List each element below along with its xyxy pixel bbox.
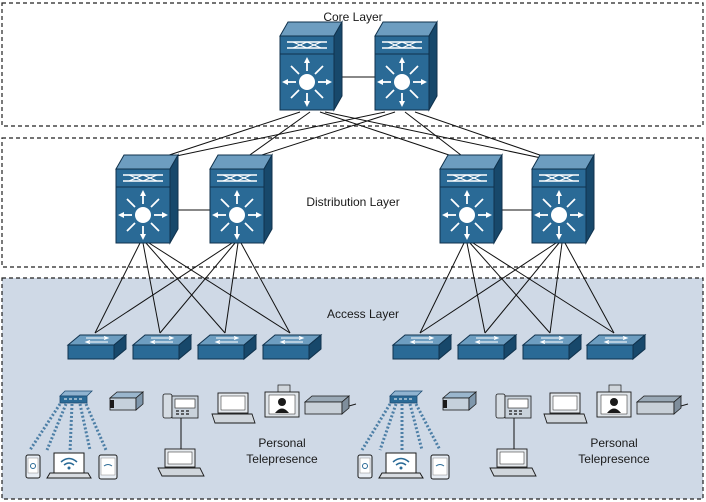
access-switch-4-workgroup-switch-icon — [262, 334, 322, 360]
wireless-links — [360, 403, 442, 452]
access-switch-5-workgroup-switch-icon — [392, 334, 452, 360]
personal-telepresence-label-left-1: Personal — [258, 436, 306, 450]
wireless-access-point-icon — [59, 390, 93, 404]
tablet-icon — [98, 454, 118, 480]
laptop-wifi-icon — [378, 452, 424, 479]
telepresence-unit-icon — [264, 384, 300, 418]
core-layer-label: Core Layer — [323, 10, 383, 24]
workstation-icon — [211, 392, 256, 424]
distribution-switch-1-multilayer-switch-icon — [115, 154, 179, 244]
distribution-access-links-right — [419, 242, 615, 334]
distribution-layer-box — [1, 137, 704, 268]
distribution-switch-2-multilayer-switch-icon — [209, 154, 273, 244]
distribution-layer-label: Distribution Layer — [306, 195, 400, 209]
access-layer-box — [1, 277, 704, 500]
distribution-access-links-left — [94, 242, 291, 334]
access-layer-label: Access Layer — [326, 307, 400, 321]
wireless-links — [28, 403, 108, 453]
access-switch-3-workgroup-switch-icon — [197, 334, 257, 360]
codec-icon — [635, 395, 689, 415]
core-layer-box — [1, 2, 704, 127]
core-switch-2-multilayer-switch-icon — [374, 21, 438, 111]
workstation-icon — [157, 448, 205, 477]
smartphone-icon — [25, 454, 41, 479]
wireless-access-point-icon — [389, 390, 423, 404]
distribution-switch-3-multilayer-switch-icon — [439, 154, 503, 244]
codec-icon — [303, 395, 357, 415]
laptop-wifi-icon — [46, 452, 92, 479]
smartphone-icon — [357, 454, 373, 479]
video-camera-icon — [108, 391, 145, 411]
workstation-icon — [543, 392, 588, 424]
peer-links — [176, 76, 532, 211]
access-switch-1-workgroup-switch-icon — [67, 334, 127, 360]
access-switch-6-workgroup-switch-icon — [457, 334, 517, 360]
access-switch-8-workgroup-switch-icon — [586, 334, 646, 360]
tablet-icon — [430, 454, 450, 480]
personal-telepresence-label-right-1: Personal — [590, 436, 638, 450]
endpoint-cluster-right — [357, 384, 689, 480]
ip-phone-icon — [495, 393, 532, 419]
workstation-icon — [489, 448, 537, 477]
ip-phone-icon — [162, 393, 199, 419]
endpoint-cluster-left — [25, 384, 357, 480]
personal-telepresence-label-left-2: Telepresence — [246, 452, 318, 466]
core-switch-1-multilayer-switch-icon — [279, 21, 343, 111]
access-switch-2-workgroup-switch-icon — [132, 334, 192, 360]
telepresence-unit-icon — [596, 384, 632, 418]
access-switch-7-workgroup-switch-icon — [522, 334, 582, 360]
distribution-switch-4-multilayer-switch-icon — [531, 154, 595, 244]
video-camera-icon — [441, 391, 478, 411]
personal-telepresence-label-right-2: Telepresence — [578, 452, 650, 466]
core-distribution-links — [147, 111, 561, 163]
